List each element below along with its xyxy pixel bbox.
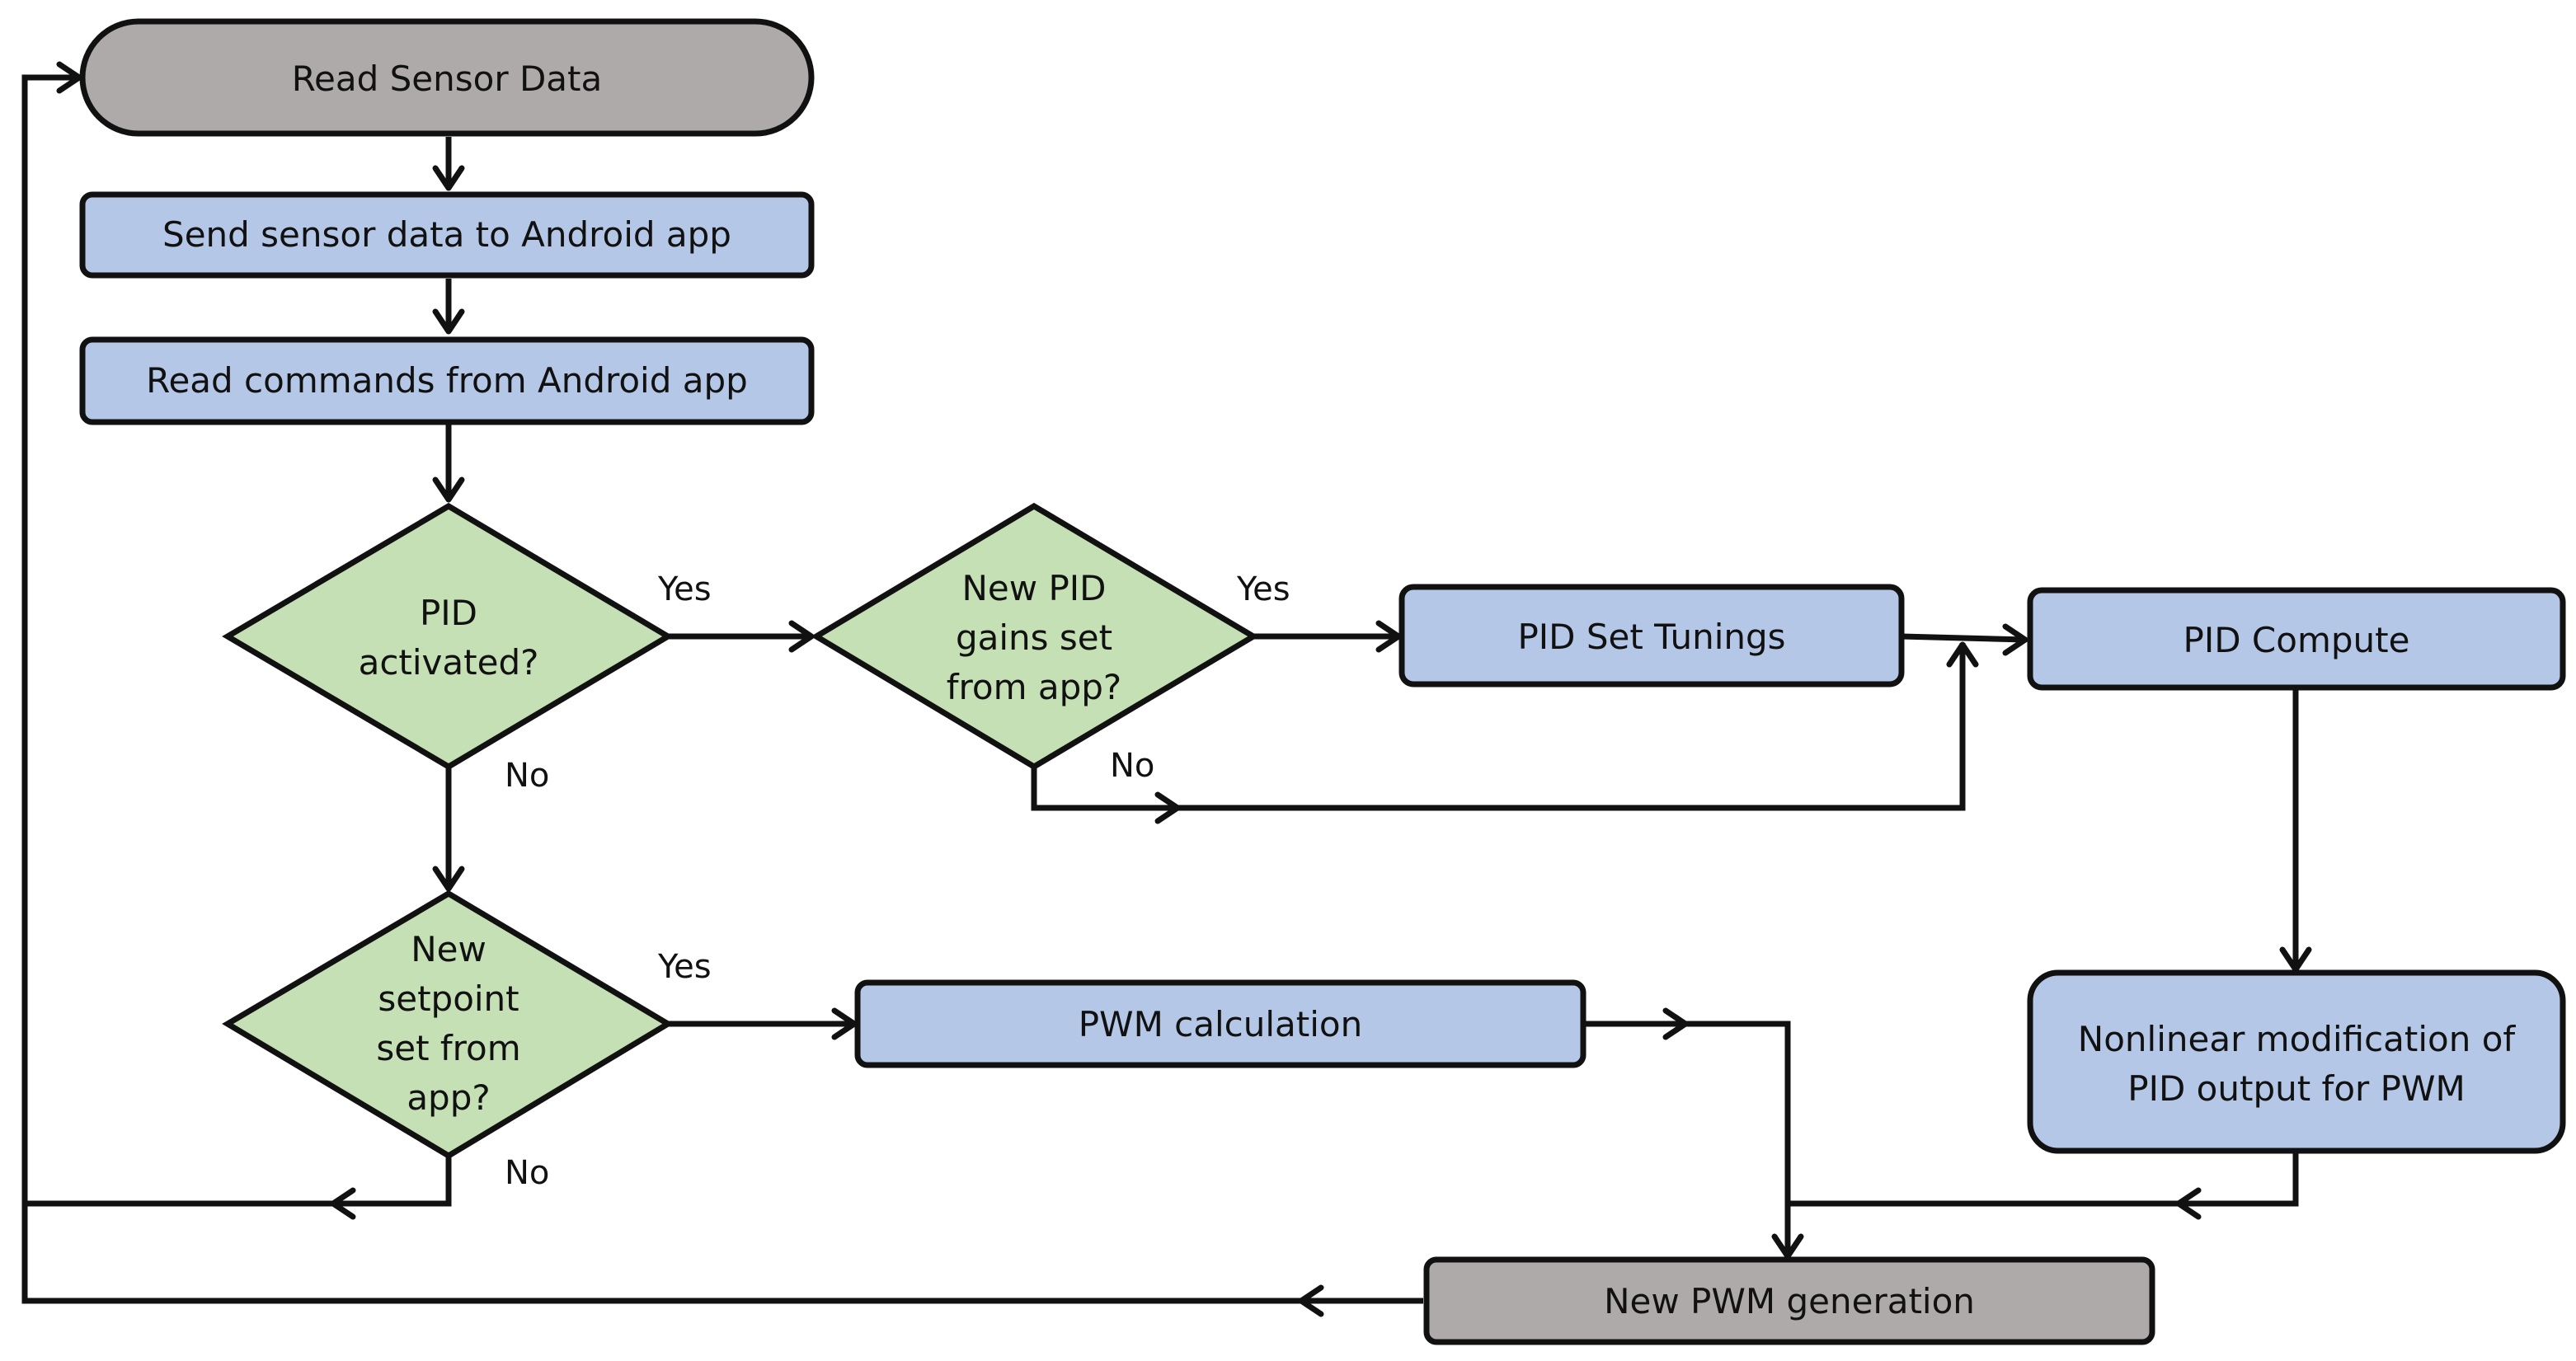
node-label-line-2: gains set [956,617,1112,658]
node-new-pwm-generation: New PWM generation [1423,1256,2155,1345]
node-label: PID Compute [2183,620,2410,660]
process-shape [79,336,815,425]
node-label: PID Set Tunings [1517,617,1785,657]
label-setpoint-no: No [505,1154,549,1192]
label-gains-no: No [1110,747,1154,785]
arrowhead-gains-no-mid [1154,791,1181,824]
process-shape [2027,587,2566,691]
decision-shape [811,502,1259,771]
node-label-line-3: set from [376,1028,520,1068]
node-label-line-1: New PID [961,568,1106,608]
terminal-shape [79,18,815,137]
arrowhead-read-to-send [432,165,465,191]
label-setpoint-yes: Yes [657,948,712,986]
node-label: PWM calculation [1079,1004,1363,1044]
process-shape [1398,584,1905,688]
arrowhead-pwm-down [1771,1233,1804,1260]
node-pwm-calculation: PWM calculation [854,979,1586,1068]
node-label-line-2: activated? [359,642,539,683]
node-label-line-2: PID output for PWM [2127,1068,2465,1109]
node-pid-activated: PID activated? [222,502,674,771]
label-pid-yes: Yes [657,570,712,608]
edge-nonlinear-to-generation [1788,1151,2299,1207]
node-new-gains: New PID gains set from app? [811,502,1259,771]
process-shape [854,979,1586,1068]
node-label-line-1: Nonlinear modification of [2078,1019,2517,1059]
arrowhead-setpoint-yes [831,1007,858,1040]
arrowhead-setpoint-no-left [330,1187,356,1220]
arrowhead-loop-in [56,61,82,94]
edge-pwm-to-generation [1583,1021,1791,1256]
node-nonlinear-modification: Nonlinear modification of PID output for… [2027,969,2566,1154]
decision-shape [222,889,674,1160]
node-label: Send sensor data to Android app [162,214,731,255]
node-send-sensor: Send sensor data to Android app [79,191,815,279]
node-new-setpoint: New setpoint set from app? [222,889,674,1160]
edge-tunings-to-compute [1901,633,2026,643]
arrowhead-pid-no [432,866,465,892]
process-shape [79,191,815,279]
node-read-sensor: Read Sensor Data [79,18,815,137]
node-label: Read Sensor Data [292,59,602,99]
arrowhead-gains-no-up [1946,641,1979,668]
arrowhead-pwm-mid [1662,1007,1689,1040]
arrowhead-gains-yes [1375,620,1402,653]
edge-loop-back [21,74,1423,1304]
arrowhead-send-to-commands [432,308,465,335]
node-label: Read commands from Android app [146,360,748,401]
label-gains-yes: Yes [1236,570,1290,608]
node-label-line-1: PID [420,593,477,633]
edge-setpoint-no [25,1156,452,1207]
node-label-line-4: app? [407,1077,490,1118]
arrowhead-commands-to-pid [432,476,465,503]
node-label: New PWM generation [1604,1281,1975,1321]
arrowhead-loop-left [1298,1284,1324,1317]
node-label-line-3: from app? [947,667,1121,707]
node-label-line-2: setpoint [378,979,519,1019]
label-pid-no: No [505,757,549,795]
edge-labels: Yes No Yes No Yes No [505,570,1290,1192]
node-label-line-1: New [411,929,487,969]
node-read-commands: Read commands from Android app [79,336,815,425]
node-pid-compute: PID Compute [2027,587,2566,691]
arrowhead-compute-to-nonlinear [2279,946,2312,973]
arrowhead-tunings-to-compute [2002,623,2028,656]
process-shape [2027,969,2566,1154]
terminal-shape [1423,1256,2155,1345]
connectors [21,61,2312,1317]
edge-gains-no [1031,643,1966,811]
arrowhead-nonlinear-left [2175,1187,2202,1220]
node-pid-set-tunings: PID Set Tunings [1398,584,1905,688]
decision-shape [222,502,674,771]
